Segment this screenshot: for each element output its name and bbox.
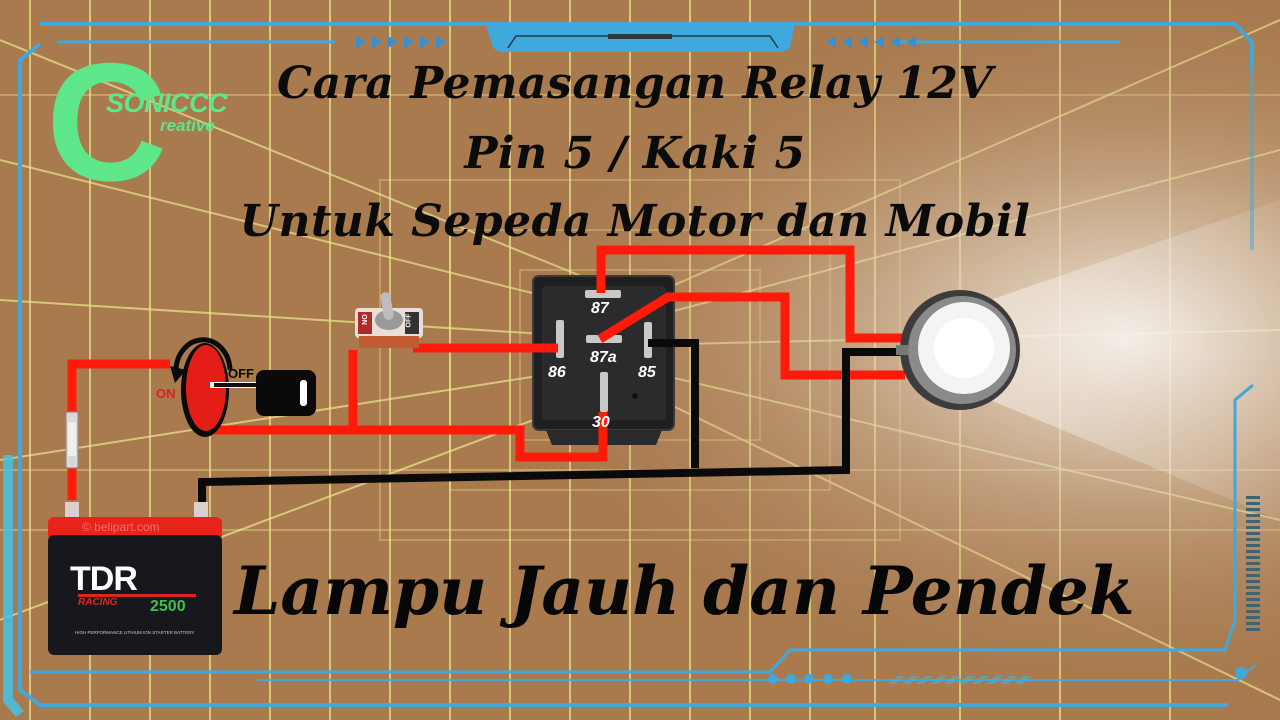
logo-letter: C <box>46 28 168 216</box>
headlamp <box>896 290 1020 410</box>
ignition-key-switch <box>170 337 316 437</box>
toggle-off-label: OFF <box>405 313 413 328</box>
battery-series: RACING <box>78 597 118 608</box>
logo-name: SONICCC <box>106 88 228 118</box>
relay-pin-87-label: 87 <box>591 300 609 317</box>
battery-watermark: © belipart.com <box>82 520 160 534</box>
battery-description: HIGH PERFORMANCE LITHIUM ION STARTER BAT… <box>75 630 195 635</box>
soniccc-creative-logo: C SONICCC reative <box>46 38 228 206</box>
ignition-on-label: ON <box>156 386 176 401</box>
title-line-3: Untuk Sepeda Motor dan Mobil <box>239 196 1031 247</box>
battery-brand: TDR <box>70 560 138 598</box>
title-line-1: Cara Pemasangan Relay 12V <box>277 58 993 109</box>
title-line-2: Pin 5 / Kaki 5 <box>464 128 806 179</box>
relay-pin-30-label: 30 <box>592 414 610 431</box>
relay-pin-86-label: 86 <box>548 364 566 381</box>
toggle-switch <box>355 292 423 348</box>
relay-pin-85-label: 85 <box>638 364 656 381</box>
ignition-off-label: OFF <box>228 366 254 381</box>
fuse <box>65 411 79 469</box>
logo-suffix: reative <box>160 116 215 135</box>
subtitle: Lampu Jauh dan Pendek <box>234 552 1135 630</box>
battery <box>48 502 222 655</box>
relay-pin-87a-label: 87a <box>590 349 617 366</box>
toggle-on-label: ON <box>359 314 367 325</box>
battery-capacity: 2500 <box>150 598 186 615</box>
